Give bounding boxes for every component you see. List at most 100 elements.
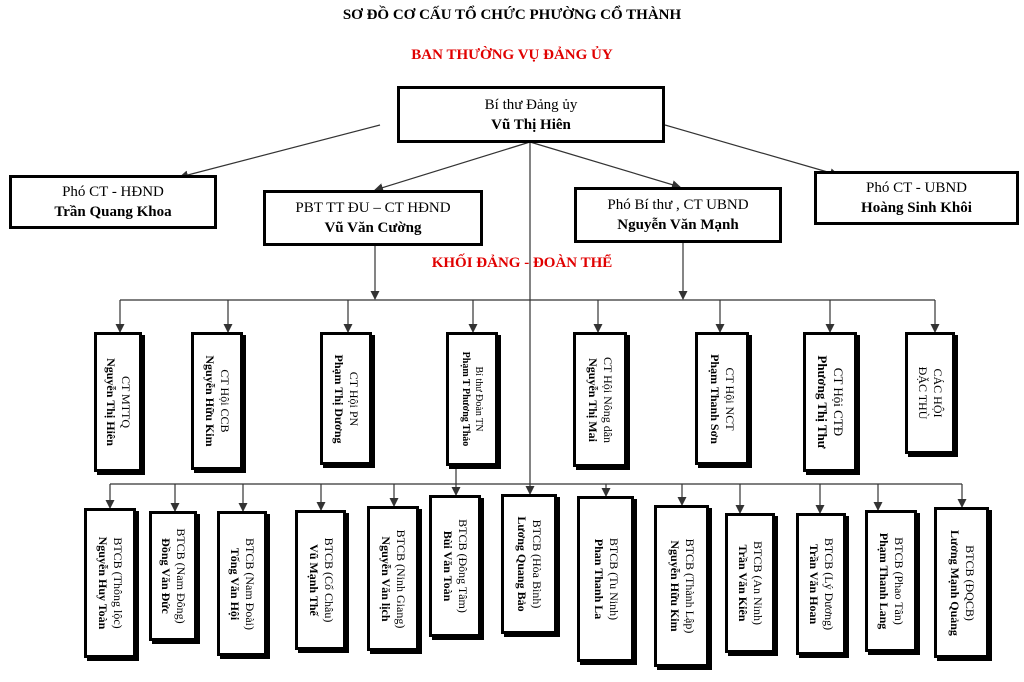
node-text: BTCB (Lý Dương) Trần Văn Hoan (806, 538, 836, 630)
branch-box: BTCB (Lý Dương) Trần Văn Hoan (796, 513, 846, 655)
node-role: BTCB (ĐQCB) (962, 544, 977, 621)
node-role: Bí thư Đoàn TN (473, 366, 484, 432)
node-text: CT MTTQ Nguyễn Thị Hiên (103, 358, 133, 446)
branch-box: BTCB (Đông Tâm) Bùi Văn Toàn (429, 495, 481, 637)
branch-box: BTCB (An Ninh) Trần Văn Kiên (725, 513, 775, 653)
node-name: Phương Thị Thư (815, 355, 830, 449)
node-name: Nguyễn Hữu Kim (203, 355, 217, 447)
mass-org-box: CT Hội PN Phạm Thị Dương (320, 332, 372, 465)
node-text: Bí thư Đoàn TN Phạm T Phương Thảo (459, 352, 485, 447)
leader-box: Phó CT - UBND Hoàng Sinh Khôi (814, 171, 1019, 225)
node-name: Nguyễn Văn Mạnh (617, 217, 739, 233)
mass-org-box: CT Hội CTĐ Phương Thị Thư (803, 332, 857, 472)
node-role: Phó CT - UBND (866, 180, 967, 196)
connector-line (374, 141, 531, 192)
branch-box: BTCB (Thành Lập) Nguyễn Hữu Kim (654, 505, 709, 667)
branch-box: BTCB (Ninh Giang) Nguyễn Văn lịch (367, 506, 419, 651)
branch-box: BTCB (Thông lộc) Nguyễn Huy Toàn (84, 508, 136, 658)
connector-line (179, 124, 381, 180)
node-role: PBT TT ĐU – CT HĐND (295, 200, 451, 216)
node-text: BTCB (Cổ Châu) Vũ Mạnh Thế (306, 538, 336, 623)
mass-org-box: CÁC HỘI ĐẶC THÙ (905, 332, 955, 454)
node-role: BTCB (Lý Dương) (822, 537, 836, 631)
node-role: BTCB (Nam Đoài) (243, 537, 257, 630)
node-role: Bí thư Đảng ủy (484, 96, 578, 113)
node-name: Trần Văn Hoan (807, 543, 821, 625)
node-text: BTCB (Phao Tân) Phạm Thanh Lang (876, 533, 906, 630)
mass-org-box: CT MTTQ Nguyễn Thị Hiên (94, 332, 142, 472)
secretary-box: Bí thư Đảng ủy Vũ Thị Hiên (397, 86, 665, 143)
node-name: Trần Văn Kiên (736, 544, 750, 622)
node-role: CT Hội Nông dân (601, 356, 615, 443)
leader-box: PBT TT ĐU – CT HĐND Vũ Văn Cường (263, 190, 483, 246)
node-name: Phạm T Phương Thảo (460, 351, 471, 447)
node-name: Tống Văn Hội (228, 547, 242, 620)
leader-box: Phó CT - HĐND Trần Quang Khoa (9, 175, 217, 229)
node-role: CT MTTQ (119, 375, 133, 429)
node-text: BTCB (Đông Tâm) Bùi Văn Toàn (440, 519, 470, 613)
node-name: Vũ Văn Cường (324, 220, 422, 236)
node-role: CT Hội NCT (723, 366, 737, 431)
connector-line (529, 141, 681, 190)
node-name: Phạm Thanh Lang (877, 532, 891, 630)
node-text: BTCB (ĐQCB) Lương Mạnh Quảng (947, 530, 977, 636)
node-name: Nguyễn Huy Toàn (96, 536, 110, 630)
node-text: CT Hội CCB Nguyễn Hữu Kim (202, 355, 232, 446)
mass-org-box: CT Hội Nông dân Nguyễn Thị Mai (573, 332, 627, 467)
node-text: BTCB (Ninh Giang) Nguyễn Văn lịch (378, 529, 408, 628)
node-name: Vũ Mạnh Thế (306, 544, 321, 616)
node-text: BTCB (Nam Đông) Đồng Văn Đức (158, 528, 188, 623)
node-role: BTCB (Cổ Châu) (321, 537, 336, 623)
node-role: CT Hội CTĐ (831, 367, 846, 437)
node-role: BTCB (Phao Tân) (892, 537, 906, 625)
node-name: Phan Thanh La (591, 538, 606, 620)
branch-box: BTCB (Nam Đoài) Tống Văn Hội (217, 511, 267, 656)
node-text: CT Hội CTĐ Phương Thị Thư (814, 355, 846, 448)
node-role: CT Hội CCB (218, 369, 232, 433)
node-name: Vũ Thị Hiên (491, 116, 571, 133)
node-text: BTCB (Hòa Bình) Lương Quang Bảo (514, 516, 544, 611)
node-name: ĐẶC THÙ (916, 366, 930, 420)
node-text: CT Hội NCT Phạm Thanh Sơn (707, 354, 737, 444)
branch-box: BTCB (Hòa Bình) Lương Quang Bảo (501, 494, 557, 634)
node-text: CT Hội Nông dân Nguyễn Thị Mai (585, 356, 615, 442)
node-role: CT Hội PN (347, 371, 361, 426)
chart-subtitle: BAN THƯỜNG VỤ ĐẢNG ỦY (411, 47, 613, 63)
node-role: BTCB (Thông lộc) (111, 537, 125, 629)
node-role: Phó CT - HĐND (62, 184, 164, 200)
node-name: Bùi Văn Toàn (441, 530, 455, 602)
branch-box: BTCB (Nam Đông) Đồng Văn Đức (149, 511, 197, 641)
node-role: BTCB (Tu Ninh) (606, 537, 621, 621)
node-text: BTCB (Tu Ninh) Phan Thanh La (591, 538, 621, 620)
node-text: BTCB (Nam Đoài) Tống Văn Hội (227, 538, 257, 630)
branch-box: BTCB (Phao Tân) Phạm Thanh Lang (865, 510, 917, 652)
mass-org-box: CT Hội CCB Nguyễn Hữu Kim (191, 332, 243, 470)
node-text: BTCB (Thông lộc) Nguyễn Huy Toàn (95, 537, 125, 630)
node-name: Nguyễn Thị Mai (586, 357, 600, 442)
node-role: BTCB (Hòa Bình) (530, 519, 544, 609)
connector-line (664, 124, 839, 178)
node-role: Phó Bí thư , CT UBND (607, 197, 749, 213)
node-role: BTCB (Thành Lập) (682, 538, 697, 634)
node-text: BTCB (Thành Lập) Nguyễn Hữu Kim (667, 539, 697, 634)
branch-box: BTCB (Cổ Châu) Vũ Mạnh Thế (295, 510, 346, 650)
chart-title: SƠ ĐỒ CƠ CẤU TỔ CHỨC PHƯỜNG CỔ THÀNH (342, 7, 682, 23)
node-role: BTCB (Nam Đông) (174, 528, 188, 624)
node-name: Nguyễn Hữu Kim (667, 540, 682, 632)
node-role: BTCB (Ninh Giang) (394, 529, 408, 628)
branch-box: BTCB (ĐQCB) Lương Mạnh Quảng (934, 507, 989, 658)
node-name: Phạm Thanh Sơn (708, 353, 722, 444)
section-label: KHỐI ĐẢNG - ĐOÀN THỂ (431, 255, 613, 271)
node-text: CÁC HỘI ĐẶC THÙ (915, 367, 945, 420)
node-name: Hoàng Sinh Khôi (861, 200, 972, 216)
node-name: Đồng Văn Đức (159, 538, 173, 614)
node-role: BTCB (Đông Tâm) (456, 519, 470, 613)
node-role: CÁC HỘI (931, 368, 945, 418)
node-name: Nguyễn Văn lịch (379, 535, 393, 622)
leader-box: Phó Bí thư , CT UBND Nguyễn Văn Mạnh (574, 187, 782, 243)
mass-org-box: Bí thư Đoàn TN Phạm T Phương Thảo (446, 332, 498, 466)
branch-box: BTCB (Tu Ninh) Phan Thanh La (577, 496, 634, 662)
node-name: Lương Mạnh Quảng (947, 529, 962, 636)
